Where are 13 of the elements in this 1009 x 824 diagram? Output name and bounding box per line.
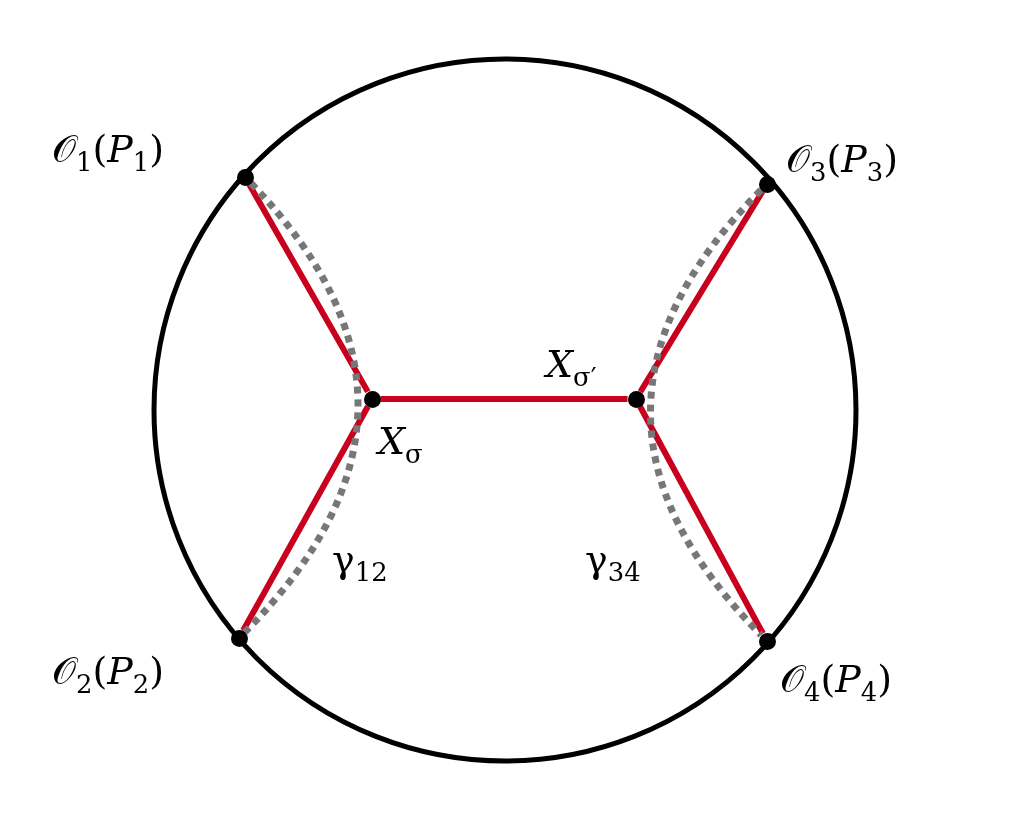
edge-label: γ$_{12}$ [332,540,388,586]
dotted-curve [647,187,764,638]
point-label: 𝒪$_{3}$(P$_{3}$) [786,140,899,186]
point-label: 𝒪$_{2}$(P$_{2}$) [52,652,165,698]
point-label: 𝒪$_{1}$(P$_{1}$) [52,130,165,176]
point-dot [363,390,381,408]
edge-label: γ$_{34}$ [585,540,641,586]
line-segment [637,405,766,635]
point-label: 𝒪$_{4}$(P$_{4}$) [780,660,893,706]
point-dot [627,390,645,408]
dotted-curve [242,180,362,635]
line-segment [380,396,628,402]
point-dot [758,175,776,193]
